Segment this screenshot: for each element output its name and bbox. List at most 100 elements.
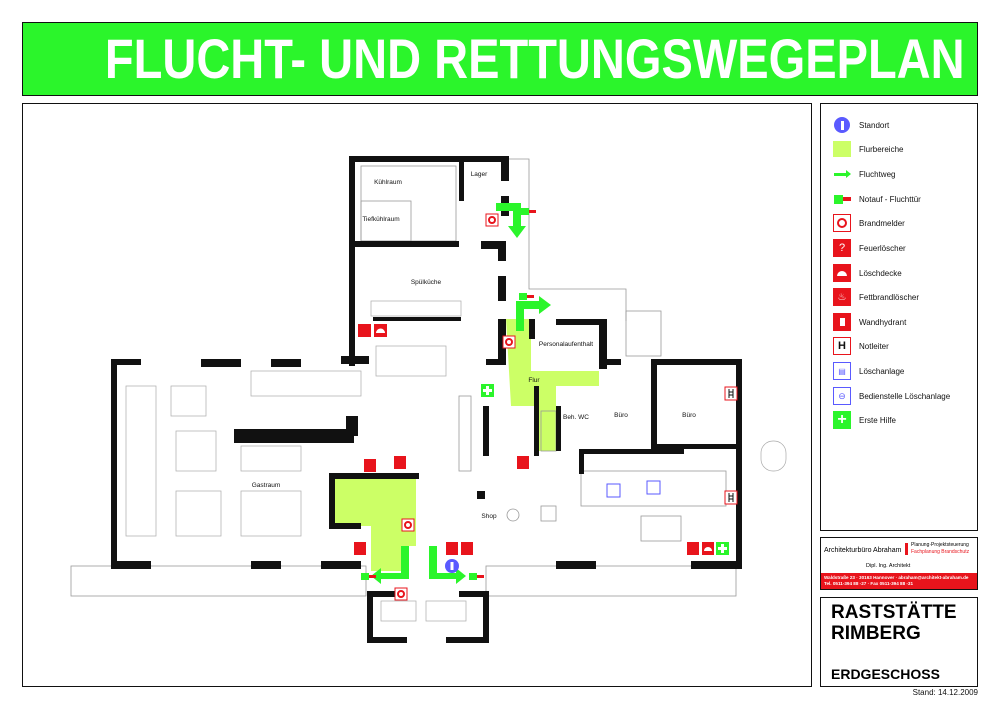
- walls: [111, 156, 742, 643]
- page-title: FLUCHT- UND RETTUNGSWEGEPLAN: [104, 27, 965, 90]
- legend-label: Brandmelder: [859, 218, 905, 228]
- emergency-ladder-icon: [724, 490, 738, 505]
- grease-fire-extinguisher-icon: [461, 542, 473, 555]
- first-aid-icon: +: [833, 411, 851, 429]
- fire-extinguisher-icon: ?: [833, 239, 851, 257]
- legend-item-standort: Standort: [833, 116, 889, 134]
- fire-alarm-icon: [401, 518, 415, 532]
- fire-extinguisher-icon: [354, 542, 366, 555]
- floor-name: ERDGESCHOSS: [831, 666, 940, 682]
- divider: [905, 543, 908, 555]
- emergency-ladder-icon: [724, 386, 738, 401]
- legend-item-flurbereiche: Flurbereiche: [833, 141, 903, 157]
- grease-fire-extinguisher-icon: ♨: [833, 288, 851, 306]
- first-aid-icon: [716, 542, 729, 555]
- escape-route-arrow-icon: [496, 203, 526, 238]
- room-label-gastraum: Gastraum: [252, 482, 281, 489]
- legend-item-erste-hilfe: + Erste Hilfe: [833, 411, 896, 429]
- legend-item-feuerloescher: ? Feuerlöscher: [833, 239, 906, 257]
- corridor-area-swatch: [833, 141, 851, 157]
- fire-extinguisher-icon: [446, 542, 458, 555]
- fire-extinguisher-icon: [517, 456, 529, 469]
- escape-route-arrow-icon: [516, 296, 551, 331]
- legend: Standort Flurbereiche Fluchtweg Notauf -…: [820, 103, 978, 531]
- fire-alarm-icon: [485, 213, 499, 227]
- legend-item-fluchtweg: Fluchtweg: [833, 165, 895, 183]
- furniture: [125, 300, 787, 622]
- escape-route-arrow-icon: [371, 546, 409, 584]
- architect-service: Planung·Projektsteuerung: [911, 542, 969, 548]
- fire-blanket-icon: [833, 264, 851, 282]
- extinguishing-system-icon: ▤: [833, 362, 851, 380]
- fire-alarm-icon: [394, 587, 408, 601]
- architect-phone: Tel. 0511-394 88 -27 · Fax 0511-394 88 -…: [824, 581, 914, 586]
- title-block: RASTSTÄTTE RIMBERG ERDGESCHOSS: [820, 597, 978, 687]
- extinguishing-control-icon: [646, 480, 661, 495]
- wall-hydrant-icon: [833, 313, 851, 331]
- title-banner: FLUCHT- UND RETTUNGSWEGEPLAN: [22, 22, 978, 96]
- corridor-flur: [506, 319, 599, 451]
- building-name: RASTSTÄTTE: [831, 602, 957, 623]
- legend-label: Standort: [859, 120, 890, 130]
- floor-plan-drawing: Kühlraum Lager Tiefkühlraum Spülküche Pe…: [70, 156, 787, 643]
- building-name: RIMBERG: [831, 623, 921, 644]
- architect-box: Architekturbüro Abraham Planung·Projekts…: [820, 537, 978, 590]
- plan-date: Stand: 14.12.2009: [912, 688, 978, 697]
- grease-fire-extinguisher-icon: [687, 542, 699, 555]
- emergency-exit-door-icon: [469, 573, 477, 580]
- architect-title: Dipl. Ing. Architekt: [866, 563, 911, 569]
- room-label-flur: Flur: [528, 377, 540, 384]
- legend-label: Bedienstelle Löschanlage: [859, 391, 951, 401]
- standort-icon: [445, 559, 459, 573]
- fire-blanket-icon: [374, 324, 387, 337]
- room-label-kuehlraum: Kühlraum: [374, 179, 402, 186]
- room-label-personalaufenthalt: Personalaufenthalt: [539, 341, 593, 348]
- room-label-lager: Lager: [471, 171, 488, 178]
- emergency-ladder-icon: H: [833, 337, 851, 355]
- wall-hydrant-icon: [394, 456, 406, 469]
- legend-item-loeschdecke: Löschdecke: [833, 264, 902, 282]
- architect-address: Waldstraße 23 · 30163 Hannover · abraham…: [824, 575, 969, 580]
- escape-route-arrow-icon: [429, 546, 466, 584]
- escape-routes: [361, 203, 551, 584]
- room-label-tiefkuehlraum: Tiefkühlraum: [362, 216, 399, 223]
- legend-label: Fettbrandlöscher: [859, 292, 920, 302]
- legend-item-brandmelder: Brandmelder: [833, 214, 905, 232]
- escape-route-arrow-icon: [833, 165, 851, 183]
- grease-fire-extinguisher-icon: [358, 324, 371, 337]
- legend-label: Feuerlöscher: [859, 243, 906, 253]
- legend-item-loeschanlage: ▤ Löschanlage: [833, 362, 904, 380]
- emergency-exit-door-icon: [519, 293, 527, 300]
- architect-service: Fachplanung Brandschutz: [911, 549, 970, 555]
- fire-alarm-icon: [833, 214, 851, 232]
- legend-label: Erste Hilfe: [859, 415, 896, 425]
- safety-symbols: [354, 213, 738, 601]
- legend-label: Wandhydrant: [859, 317, 907, 327]
- legend-label: Löschanlage: [859, 366, 905, 376]
- legend-label: Fluchtweg: [859, 169, 896, 179]
- first-aid-icon: [481, 384, 494, 397]
- room-label-buero: Büro: [614, 412, 628, 419]
- floor-plan: Kühlraum Lager Tiefkühlraum Spülküche Pe…: [22, 103, 812, 687]
- legend-item-notauf: Notauf - Fluchttür: [833, 190, 921, 208]
- emergency-exit-door-icon: [833, 190, 851, 208]
- emergency-exit-door-icon: [361, 573, 369, 580]
- fire-extinguisher-icon: [364, 459, 376, 472]
- legend-item-fettbrandloescher: ♨ Fettbrandlöscher: [833, 288, 919, 306]
- legend-item-bedienstelle: ⊖ Bedienstelle Löschanlage: [833, 387, 950, 405]
- legend-label: Flurbereiche: [859, 144, 904, 154]
- thin-lines: [70, 158, 737, 597]
- legend-item-wandhydrant: Wandhydrant: [833, 313, 906, 331]
- extinguishing-control-icon: ⊖: [833, 387, 851, 405]
- room-label-buero: Büro: [682, 412, 696, 419]
- extinguishing-system-icon: [606, 483, 621, 498]
- fire-alarm-icon: [502, 335, 516, 349]
- architect-name: Architekturbüro Abraham: [824, 547, 902, 554]
- corridor-stair: [331, 476, 416, 571]
- legend-label: Notauf - Fluchttür: [859, 194, 921, 204]
- emergency-exit-door-icon: [521, 208, 529, 215]
- corridor-areas: [331, 319, 599, 571]
- room-label-beh-wc: Beh. WC: [563, 414, 589, 421]
